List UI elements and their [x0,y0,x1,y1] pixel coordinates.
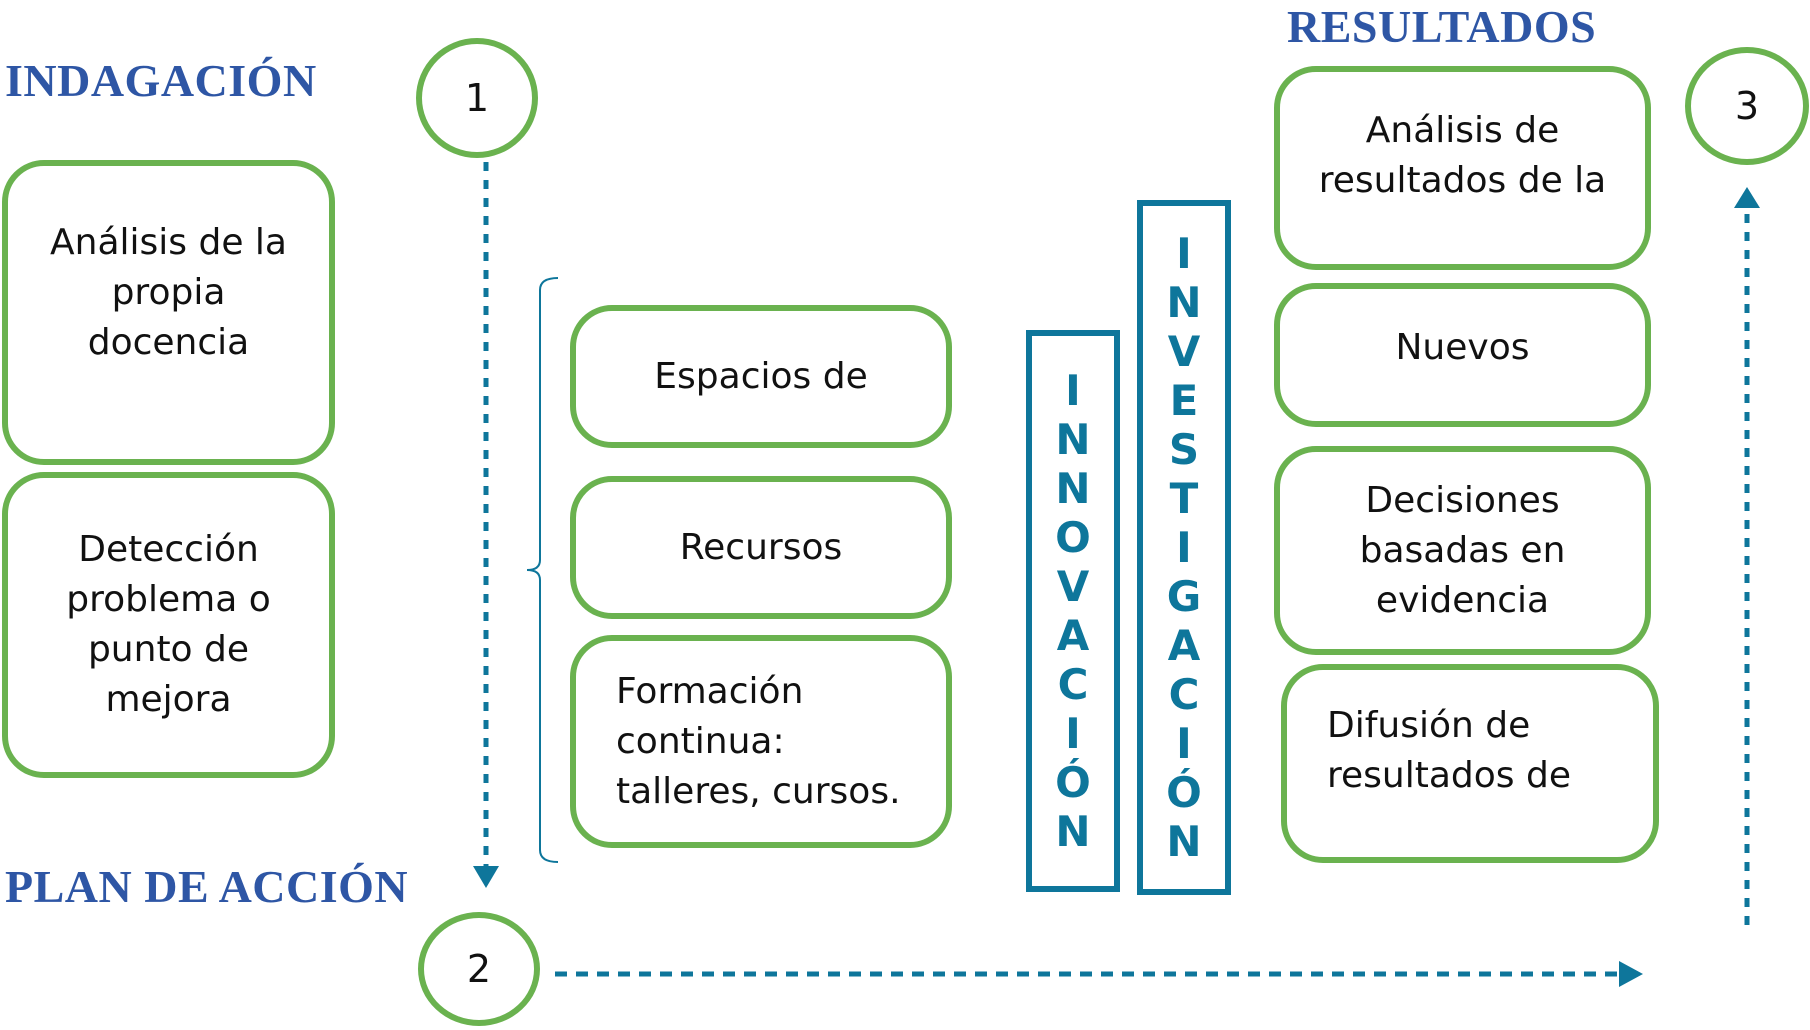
vertical-letter: G [1166,572,1202,621]
vertical-letter: N [1055,464,1091,513]
indagacion-title: INDAGACIÓN [5,55,317,106]
vertical-letter: N [1166,817,1202,866]
box-line: Decisiones [1365,479,1560,521]
resultados-title: RESULTADOS [1287,1,1597,52]
arrow-right-icon [1619,961,1643,987]
box-line: Recursos [679,526,843,568]
box-line: Análisis de la [50,221,287,263]
vertical-letter: O [1055,513,1091,562]
vertical-letter: I [1176,523,1192,572]
vertical-letter: N [1055,807,1091,856]
vertical-letter: N [1055,415,1091,464]
vertical-letter: N [1166,278,1202,327]
arrow-down-icon [473,866,499,888]
box-line: Nuevos [1395,327,1530,368]
vertical-letter: I [1065,366,1081,415]
box-line: Detección [78,529,259,570]
box-line: evidencia [1375,579,1550,621]
arrow-up-icon [1734,187,1760,208]
step-1-circle: 1 [416,38,538,158]
box-line: talleres, cursos. [616,770,901,812]
step-2-circle: 2 [418,912,540,1026]
box-formacion-continua: Formación continua: talleres, cursos. [570,635,952,848]
vertical-letter: I [1176,229,1192,278]
vertical-letter: E [1169,376,1199,425]
box-line: docencia [87,321,250,363]
box-line: punto de [87,629,250,670]
vertical-letter: T [1169,474,1199,523]
step-3-number: 3 [1734,84,1760,128]
box-line: mejora [105,679,232,720]
vertical-letter: Ó [1055,758,1091,807]
box-line: Espacios de [654,355,868,397]
box-line: continua: [616,720,785,762]
box-recursos: Recursos [570,476,952,619]
box-line: resultados de [1327,754,1571,796]
curly-brace-icon [526,277,559,863]
box-difusion: Difusión de resultados de [1281,664,1659,863]
vertical-letter: A [1056,611,1090,660]
step-2-number: 2 [466,947,492,991]
step-1-number: 1 [464,76,490,120]
vertical-letter: I [1176,719,1192,768]
box-line: propia [111,271,226,313]
box-line: Difusión de [1327,704,1531,746]
box-line: basadas en [1359,529,1566,571]
box-line: resultados de la [1318,160,1607,201]
box-analisis-docencia: Análisis de la propia docencia [2,160,335,465]
vertical-letter: A [1167,621,1201,670]
plan-de-accion-title: PLAN DE ACCIÓN [5,861,409,912]
vertical-letter: S [1168,425,1200,474]
box-line: Formación [616,670,804,712]
box-line: problema o [66,579,271,620]
box-decisiones: Decisiones basadas en evidencia [1274,446,1651,655]
step-3-circle: 3 [1685,47,1809,165]
box-nuevos: Nuevos [1274,283,1651,427]
box-analisis-resultados: Análisis de resultados de la [1274,66,1651,270]
vertical-letter: C [1168,670,1200,719]
box-espacios: Espacios de [570,305,952,448]
box-line: Análisis de [1365,110,1560,151]
vertical-letter: Ó [1166,768,1202,817]
vertical-letter: C [1057,660,1089,709]
vertical-letter: V [1056,562,1090,611]
vertical-letter: V [1167,327,1201,376]
box-deteccion-problema: Detección problema o punto de mejora [2,472,335,778]
vertical-letter: I [1065,709,1081,758]
